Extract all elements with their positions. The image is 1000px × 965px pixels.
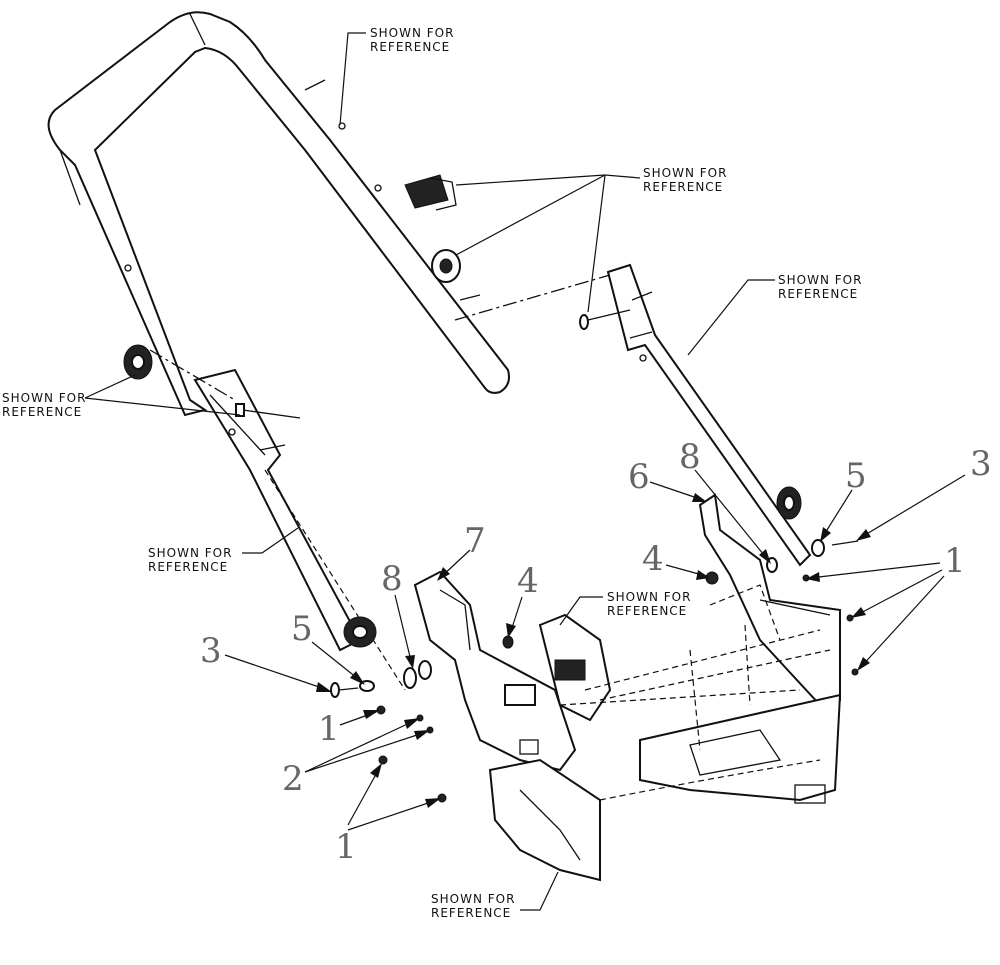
- callout-number: 6: [628, 457, 650, 497]
- callout-number: 5: [845, 456, 867, 496]
- mower-deck: [488, 584, 842, 882]
- callout-number: 1: [318, 709, 340, 749]
- callout-4-right: 4: [642, 539, 710, 580]
- callout-7: 7: [437, 521, 486, 581]
- screw-right-b: [846, 614, 854, 622]
- reference-note-top: SHOWN FOR REFERENCE: [339, 26, 454, 126]
- handle-knob-right: [776, 486, 802, 520]
- handle-bolt-left: [235, 403, 301, 419]
- washer-right: [811, 539, 825, 557]
- handle-knob-upper-right: [404, 174, 457, 211]
- pin-left: [403, 667, 417, 689]
- note-line-2: REFERENCE: [431, 906, 511, 920]
- note-line-1: SHOWN FOR: [431, 892, 515, 906]
- callout-number: 8: [381, 559, 403, 599]
- note-line-1: SHOWN FOR: [2, 391, 86, 405]
- callout-3-left: 3: [200, 631, 332, 692]
- callout-5-right: 5: [820, 456, 867, 542]
- note-line-1: SHOWN FOR: [643, 166, 727, 180]
- callout-8-left: 8: [381, 559, 415, 669]
- callout-8-right: 8: [679, 437, 771, 564]
- callout-number: 2: [282, 759, 304, 799]
- left-handle-bracket: [413, 570, 577, 772]
- carriage-bolt-left: [330, 682, 340, 698]
- callout-number: 3: [970, 444, 992, 484]
- nut-lower: [378, 755, 388, 765]
- nut-bottom: [437, 793, 447, 803]
- note-line-2: REFERENCE: [643, 180, 723, 194]
- reference-note-knobs: SHOWN FOR REFERENCE: [455, 166, 727, 313]
- callout-number: 4: [517, 561, 539, 601]
- note-line-2: REFERENCE: [148, 560, 228, 574]
- callout-1-left-lower: 1: [335, 763, 441, 867]
- callout-number: 3: [200, 631, 222, 671]
- spacer-left: [418, 660, 432, 680]
- reference-note-right-tube: SHOWN FOR REFERENCE: [687, 273, 862, 356]
- callout-2: 2: [282, 718, 430, 799]
- note-line-2: REFERENCE: [778, 287, 858, 301]
- callout-number: 7: [464, 521, 486, 561]
- callout-number: 5: [291, 609, 313, 649]
- right-lower-handle: [606, 263, 812, 567]
- hardware: [330, 539, 859, 803]
- left-lower-handle: [193, 368, 406, 691]
- note-line-1: SHOWN FOR: [607, 590, 691, 604]
- upper-handle: [47, 11, 510, 417]
- note-line-1: SHOWN FOR: [370, 26, 454, 40]
- note-line-1: SHOWN FOR: [778, 273, 862, 287]
- callout-5-left: 5: [291, 609, 365, 685]
- handle-knob-left: [123, 344, 153, 380]
- callout-number: 4: [642, 539, 664, 579]
- callout-6: 6: [628, 457, 707, 502]
- callout-4-left: 4: [506, 561, 539, 638]
- reference-note-left-tube: SHOWN FOR REFERENCE: [148, 527, 299, 574]
- note-line-2: REFERENCE: [370, 40, 450, 54]
- handle-bolt-right: [579, 309, 631, 330]
- reference-note-bottom: SHOWN FOR REFERENCE: [431, 871, 559, 920]
- callout-number: 1: [335, 827, 357, 867]
- reference-note-deck: SHOWN FOR REFERENCE: [559, 590, 691, 626]
- callout-1-right: 1: [806, 541, 966, 671]
- handle-knob-lower-left: [343, 616, 377, 648]
- right-handle-bracket: [698, 493, 841, 707]
- callout-number: 1: [944, 541, 966, 581]
- callout-number: 8: [679, 437, 701, 477]
- note-line-1: SHOWN FOR: [148, 546, 232, 560]
- reference-note-left-knob: SHOWN FOR REFERENCE: [2, 374, 241, 419]
- callout-1-left-upper: 1: [318, 709, 380, 749]
- handle-knob-middle: [431, 249, 461, 283]
- note-line-2: REFERENCE: [2, 405, 82, 419]
- callout-3-right: 3: [856, 444, 992, 541]
- screw-right-c: [851, 668, 859, 676]
- note-line-2: REFERENCE: [607, 604, 687, 618]
